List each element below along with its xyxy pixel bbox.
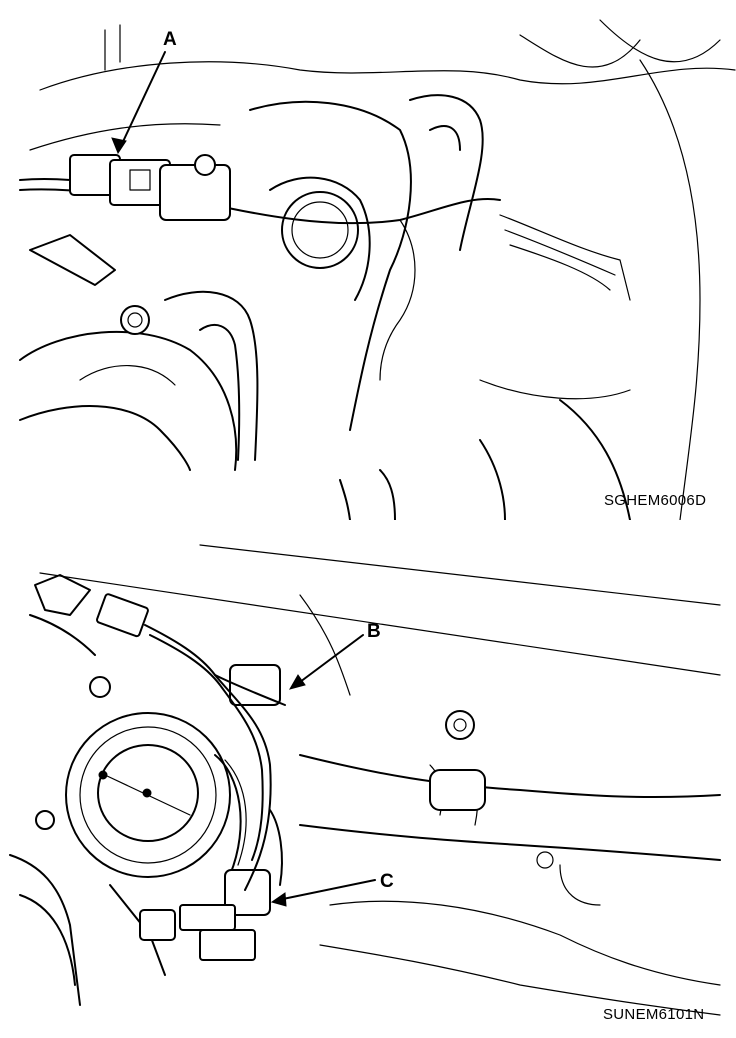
figure-code-bottom: SUNEM6101N <box>603 1006 705 1023</box>
engine-illustration-bottom: B C SUNEM6101N <box>0 525 736 1038</box>
throttle-body-drawing-top: A <box>19 19 736 520</box>
engine-illustration-top: A SGHEM6006D <box>19 19 736 520</box>
callout-a-label: A <box>163 29 177 50</box>
callout-c-label: C <box>380 871 394 892</box>
callout-b-arrowhead <box>288 674 306 690</box>
figure-code-top: SGHEM6006D <box>604 492 707 509</box>
callout-b-label: B <box>367 621 381 642</box>
connector-c-body <box>224 869 271 916</box>
throttle-body-drawing-bottom: B C <box>9 544 721 1016</box>
callout-a-arrowhead <box>111 137 127 155</box>
callout-c-leader <box>277 879 376 901</box>
connector-b-body <box>229 664 281 706</box>
callout-c-arrowhead <box>270 892 287 907</box>
callout-b-leader <box>295 634 364 686</box>
callout-a-leader <box>119 51 166 149</box>
